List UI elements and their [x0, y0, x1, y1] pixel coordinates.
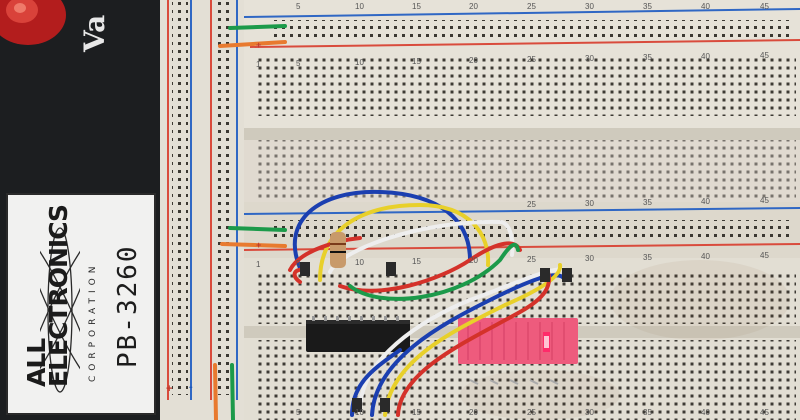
- power-supply-label: Va: [78, 14, 111, 52]
- brand-subline: CORPORATION: [88, 261, 98, 382]
- col-num: 5: [296, 408, 301, 417]
- atom-logo-icon: [40, 227, 80, 393]
- col-num: 40: [701, 408, 710, 417]
- col-num: 35: [643, 198, 652, 207]
- col-num: 40: [701, 252, 710, 261]
- col-num: 25: [527, 408, 536, 417]
- dip-ic-chip: [306, 316, 410, 352]
- lower-rail-plus-sign: +: [256, 240, 262, 250]
- col-num: 20: [469, 408, 478, 417]
- col-num: 1: [256, 60, 261, 69]
- col-num: 35: [643, 53, 652, 62]
- col-num: 15: [412, 257, 421, 266]
- col-num: 25: [527, 200, 536, 209]
- col-num: 5: [296, 259, 301, 268]
- model-number: PB-3260: [113, 244, 143, 368]
- resistor: [330, 232, 346, 268]
- jumper-wires: [213, 24, 572, 420]
- col-num: 1: [256, 260, 261, 269]
- col-num: 30: [585, 199, 594, 208]
- col-num: 45: [760, 251, 769, 260]
- col-num: 15: [412, 57, 421, 66]
- col-num: 15: [412, 408, 421, 417]
- col-num: 10: [355, 58, 364, 67]
- upper-rail-plus-sign: +: [256, 40, 262, 50]
- col-num: 30: [585, 54, 594, 63]
- led-bar-graph: [458, 318, 578, 364]
- brand-name: ALL ELECTRONICS: [22, 204, 73, 387]
- col-num: 45: [760, 51, 769, 60]
- col-num: 5: [296, 2, 301, 11]
- rail-minus-sign: -: [189, 381, 193, 393]
- col-num: 10: [355, 2, 364, 11]
- col-num: 35: [643, 2, 652, 11]
- col-num: 20: [469, 2, 478, 11]
- col-num: 45: [760, 408, 769, 417]
- binding-post-icon: [0, 0, 66, 45]
- col-num: 10: [355, 408, 364, 417]
- col-num: 30: [585, 2, 594, 11]
- col-num: 20: [469, 56, 478, 65]
- col-num: 30: [585, 408, 594, 417]
- col-num: 25: [527, 2, 536, 11]
- col-num: 25: [527, 255, 536, 264]
- col-num: 35: [643, 408, 652, 417]
- brand-card: [6, 193, 156, 415]
- col-num: 45: [760, 196, 769, 205]
- col-num: 45: [760, 2, 769, 11]
- col-num: 15: [412, 2, 421, 11]
- rail-plus-sign: +: [166, 383, 173, 395]
- col-num: 30: [585, 254, 594, 263]
- col-num: 20: [469, 256, 478, 265]
- col-num: 5: [296, 59, 301, 68]
- col-num: 40: [701, 2, 710, 11]
- col-num: 40: [701, 197, 710, 206]
- col-num: 40: [701, 52, 710, 61]
- col-num: 10: [355, 258, 364, 267]
- col-num: 25: [527, 55, 536, 64]
- col-num: 35: [643, 253, 652, 262]
